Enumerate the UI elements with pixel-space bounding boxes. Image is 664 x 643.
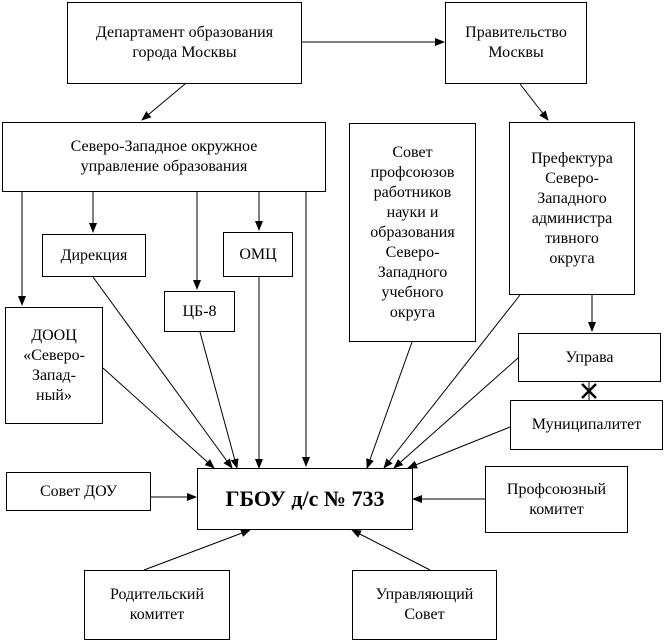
dooc-label: ДООЦ «Северо- Запад- ный» [23, 326, 85, 404]
board-label: Управляющий Совет [375, 586, 474, 623]
cross-mark [581, 383, 597, 399]
prefecture-label: Префектура Северо- Западного администра … [531, 149, 613, 267]
dooc-box: ДООЦ «Северо- Запад- ный» [5, 307, 103, 424]
arrow-dooc-main [102, 367, 215, 469]
arrow-direction-main [92, 276, 233, 469]
union-box: Совет профсоюзов работников науки и обра… [349, 123, 476, 342]
council-label: Совет ДОУ [39, 482, 118, 500]
arrow-cb8-main [199, 331, 239, 469]
uprava-label: Управа [565, 348, 614, 366]
omc-label: ОМЦ [239, 245, 277, 263]
arrow-union-main [366, 341, 413, 469]
omc-box: ОМЦ [223, 232, 293, 277]
direction-box: Дирекция [42, 234, 146, 277]
uprava-box: Управа [518, 333, 661, 382]
tradeunion-box: Профсоюзный комитет [485, 466, 628, 533]
arrow-prefecture-main [383, 294, 521, 469]
parents-label: Родительский комитет [109, 586, 205, 623]
dept-box: Департамент образования города Москвы [67, 2, 302, 84]
cb8-label: ЦБ-8 [182, 302, 217, 320]
gov-label: Правительство Москвы [465, 24, 567, 61]
parents-box: Родительский комитет [84, 570, 230, 640]
arrow-parents-main [143, 529, 251, 571]
tradeunion-label: Профсоюзный комитет [506, 480, 607, 518]
prefecture-box: Префектура Северо- Западного администра … [509, 122, 635, 295]
dept-label: Департамент образования города Москвы [95, 24, 274, 61]
main-label: ГБОУ д/с № 733 [225, 486, 385, 511]
main-box: ГБОУ д/с № 733 [197, 468, 413, 530]
council-box: Совет ДОУ [6, 472, 151, 511]
szou-box: Северо-Западное окружное управление обра… [2, 122, 326, 192]
direction-label: Дирекция [60, 246, 128, 264]
arrow-uprava-main [393, 357, 519, 469]
board-box: Управляющий Совет [352, 570, 497, 640]
arrow-board-main [351, 529, 431, 571]
gov-box: Правительство Москвы [445, 2, 587, 84]
cb8-box: ЦБ-8 [164, 291, 235, 332]
arrow-gov-prefecture [519, 83, 549, 121]
szou-label: Северо-Западное окружное управление обра… [70, 138, 258, 175]
arrow-municipality-main [407, 426, 511, 469]
union-label: Совет профсоюзов работников науки и обра… [370, 143, 455, 321]
municipality-label: Муниципалитет [531, 416, 642, 433]
municipality-box: Муниципалитет [510, 400, 663, 450]
arrow-dept-szou [141, 83, 186, 121]
